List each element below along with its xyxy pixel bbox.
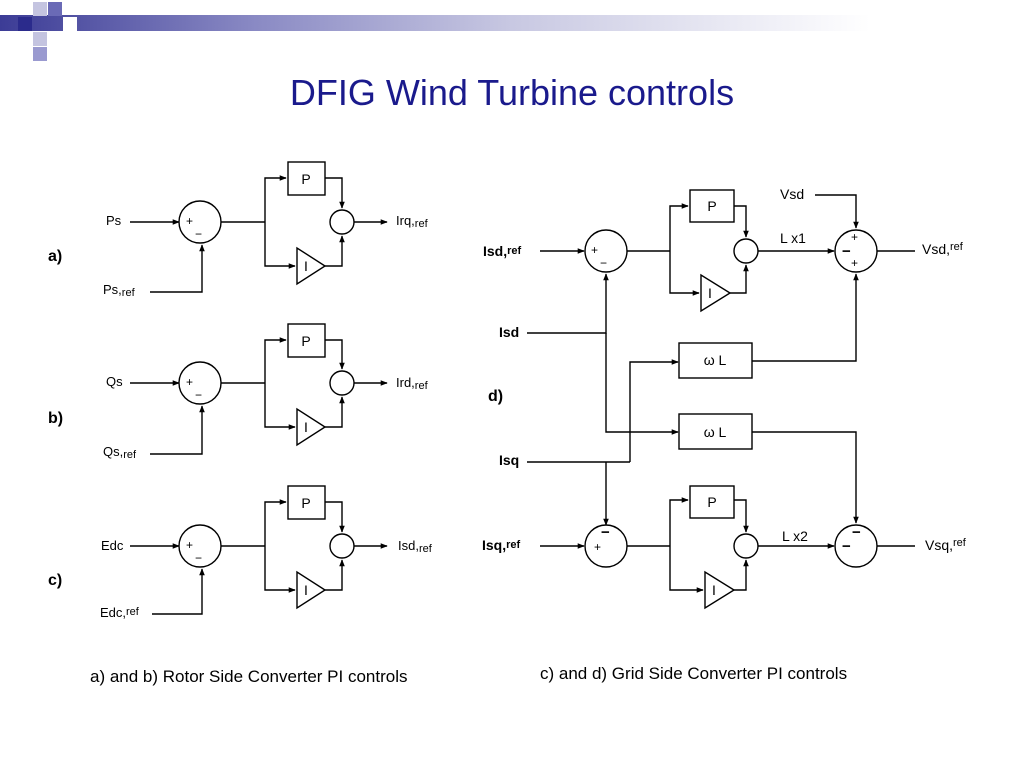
diagram-d-label: d) [488,388,503,405]
q-axis-p-block [689,485,735,519]
diagram-a: a) Ps + − Ps,ref P I Irq,ref [48,161,429,299]
diagram-b-p-block [287,323,326,358]
diagram-c-input-label: Edc [101,538,124,553]
svg-text:P: P [301,333,310,349]
svg-text:I: I [708,285,712,301]
diagram-c-p-block [287,485,326,520]
diagram-b-adder [329,370,355,396]
svg-text:−: − [195,388,202,402]
omega-l-block-bottom [678,413,753,450]
svg-text:+: + [186,214,193,228]
svg-text:ω L: ω L [704,352,727,368]
svg-text:−: − [842,538,851,555]
diagram-a-adder [329,209,355,235]
diagram-b-i-block [296,407,327,447]
svg-text:+: + [851,256,858,270]
header-decor-square [48,32,62,46]
svg-text:−: − [195,551,202,565]
caption-right: c) and d) Grid Side Converter PI control… [540,664,848,683]
diagram-c-ref-label: Edc,ref [100,605,140,620]
svg-text:ω L: ω L [704,424,727,440]
diagram-c-output-label: Isd,ref [398,538,433,555]
svg-text:+: + [851,230,858,244]
svg-text:I: I [304,419,308,435]
svg-text:I: I [712,582,716,598]
d-axis-adder [733,238,759,264]
q-axis-i-block [704,570,736,610]
diagram-b-input-label: Qs [106,374,123,389]
omega-l-block-top [678,342,753,379]
diagram-c-i-block [296,570,327,610]
svg-text:+: + [186,538,193,552]
diagram-b-label: b) [48,410,63,427]
diagram-a-ref-label: Ps,ref [103,282,136,299]
d-axis-p-block [689,189,735,223]
svg-text:I: I [304,582,308,598]
svg-text:+: + [186,375,193,389]
diagram-a-label: a) [48,248,62,265]
slide-title: DFIG Wind Turbine controls [289,72,735,113]
svg-text:P: P [707,198,716,214]
svg-text:+: + [591,243,598,257]
lx1-label: L x1 [780,230,806,246]
diagram-d: d) Isd,ref + − P I L x1 + − + Vsd Vsd,re… [482,186,967,610]
header-decor-square [33,47,47,61]
header-decor-square [33,32,47,46]
svg-text:−: − [600,256,607,270]
vsd-label: Vsd [780,186,804,202]
isq-ref-label: Isq,ref [482,537,521,553]
diagram-c-adder [329,533,355,559]
diagram-a-input-label: Ps [106,213,122,228]
header-gradient-bar [0,15,1024,31]
svg-text:P: P [301,495,310,511]
svg-text:−: − [601,524,610,541]
caption-left: a) and b) Rotor Side Converter PI contro… [90,667,408,686]
d-axis-i-block [700,273,732,313]
svg-text:I: I [304,258,308,274]
vsq-ref-label: Vsq,ref [925,537,967,553]
svg-text:P: P [707,494,716,510]
lx2-label: L x2 [782,528,808,544]
header-decor-square [18,17,32,31]
diagram-c: c) Edc + − Edc,ref P I Isd,ref [48,485,433,620]
vsd-ref-label: Vsd,ref [922,241,964,257]
header-decor-square [63,17,77,31]
q-axis-adder [733,533,759,559]
isd-label: Isd [499,324,519,340]
header-decor-square [33,2,47,16]
svg-text:−: − [842,243,851,260]
svg-text:P: P [301,171,310,187]
svg-text:−: − [852,524,861,541]
diagram-a-i-block [296,246,327,286]
diagram-c-label: c) [48,572,62,589]
svg-text:+: + [594,540,601,554]
diagram-b: b) Qs + − Qs,ref P I Ird,ref [48,323,429,461]
diagram-b-output-label: Ird,ref [396,375,429,392]
diagram-a-output-label: Irq,ref [396,213,429,230]
isq-label: Isq [499,452,519,468]
isd-ref-label: Isd,ref [483,243,522,259]
header-decor-square [48,2,62,16]
diagram-b-ref-label: Qs,ref [103,444,137,461]
svg-text:−: − [195,227,202,241]
